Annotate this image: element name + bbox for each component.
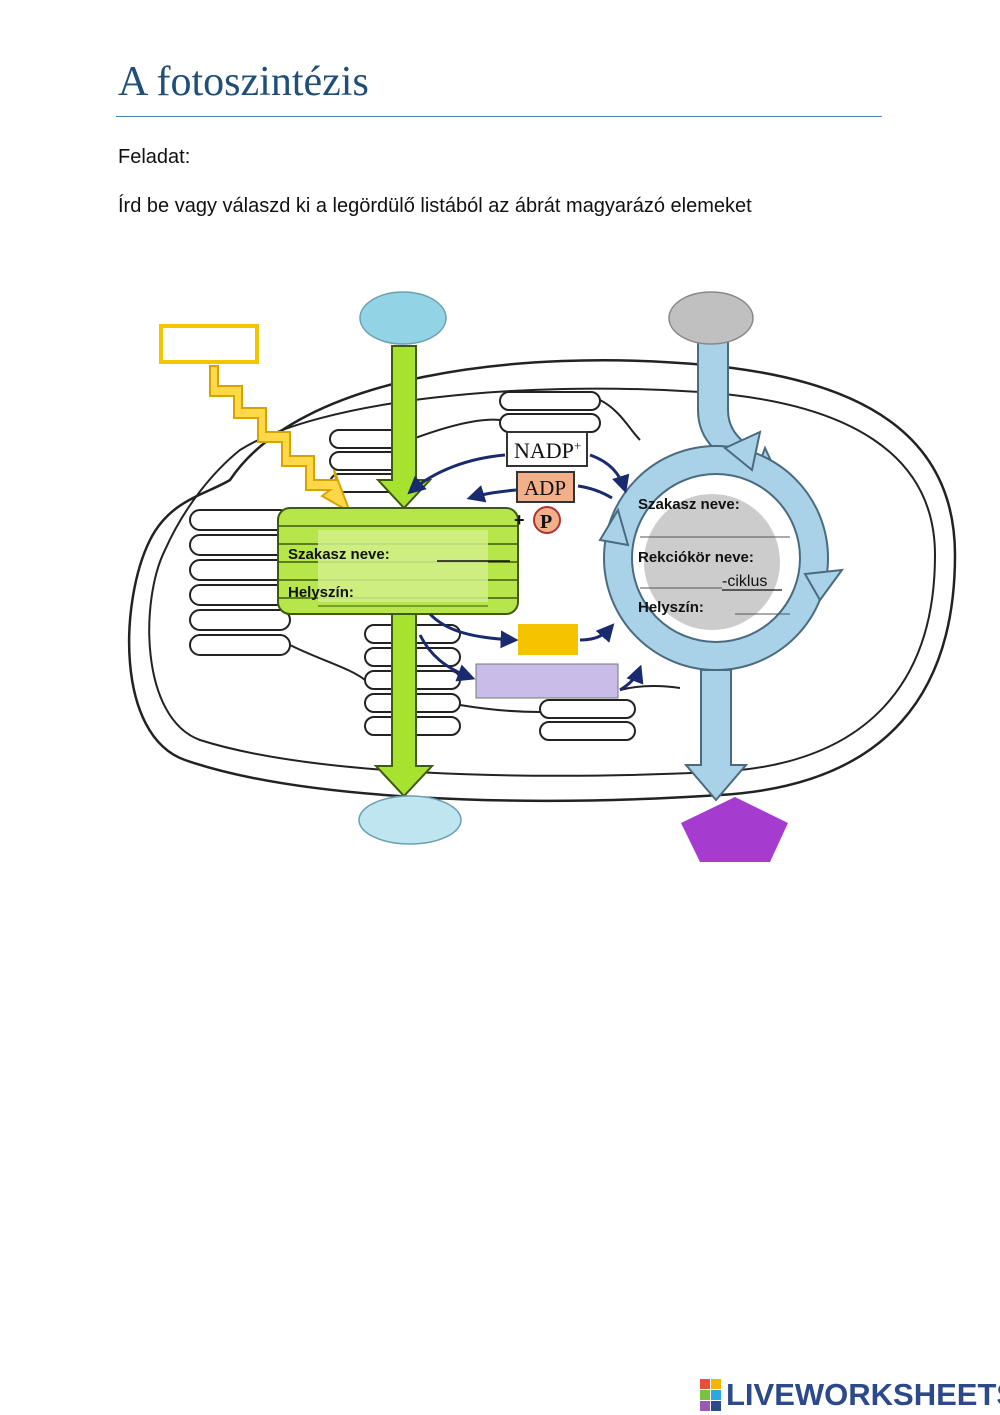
task-label: Feladat: bbox=[118, 146, 191, 168]
calvin-cycle-ring-fill bbox=[605, 447, 827, 669]
chloroplast-inner-membrane bbox=[148, 387, 937, 777]
light-zigzag-arrow bbox=[209, 365, 352, 515]
glucose-pentagon bbox=[681, 797, 788, 862]
cycle-arrowheads bbox=[598, 430, 845, 602]
calvin-cycle-center bbox=[644, 494, 780, 630]
nadp-box bbox=[506, 431, 588, 467]
co2-oval bbox=[668, 291, 754, 345]
nadph-placeholder-box bbox=[475, 663, 619, 699]
flow-arrows bbox=[407, 453, 644, 692]
logo-text: LIVEWORKSHEETS bbox=[726, 1377, 1000, 1412]
chloroplast-outer-membrane bbox=[127, 359, 957, 802]
dark-stage-location-label: Helyszín: bbox=[638, 599, 704, 616]
thylakoid-membrane bbox=[277, 507, 519, 615]
cycle-suffix-label: -ciklus bbox=[722, 573, 767, 590]
oxygen-oval-bottom bbox=[358, 795, 462, 845]
nadp-label: NADP+ bbox=[514, 438, 581, 463]
oxygen-arrow bbox=[373, 611, 435, 798]
atp-placeholder-box bbox=[518, 624, 578, 655]
plus-label: + bbox=[514, 510, 525, 530]
glucose-arrow bbox=[683, 669, 749, 802]
phosphate-circle bbox=[533, 506, 561, 534]
dark-stage-name-label: Szakasz neve: bbox=[638, 496, 740, 513]
liveworksheets-logo: LIVEWORKSHEETS bbox=[700, 1375, 1000, 1415]
title-divider bbox=[116, 116, 882, 117]
adp-label: ADP bbox=[524, 476, 566, 500]
light-label-box bbox=[159, 324, 259, 364]
task-instruction: Írd be vagy válaszd ki a legördülő listá… bbox=[118, 195, 752, 217]
phosphate-label: P bbox=[540, 511, 552, 533]
adp-box bbox=[516, 471, 575, 503]
page-title: A fotoszintézis bbox=[118, 59, 369, 105]
light-stage-location-label: Helyszín: bbox=[288, 584, 354, 601]
light-stage-name-label: Szakasz neve: bbox=[288, 546, 390, 563]
liveworksheets-logo-icon bbox=[700, 1379, 721, 1411]
stroma-lamellae bbox=[289, 399, 681, 713]
cycle-name-label: Rekciókör neve: bbox=[638, 549, 754, 566]
water-oval-top bbox=[359, 291, 447, 345]
